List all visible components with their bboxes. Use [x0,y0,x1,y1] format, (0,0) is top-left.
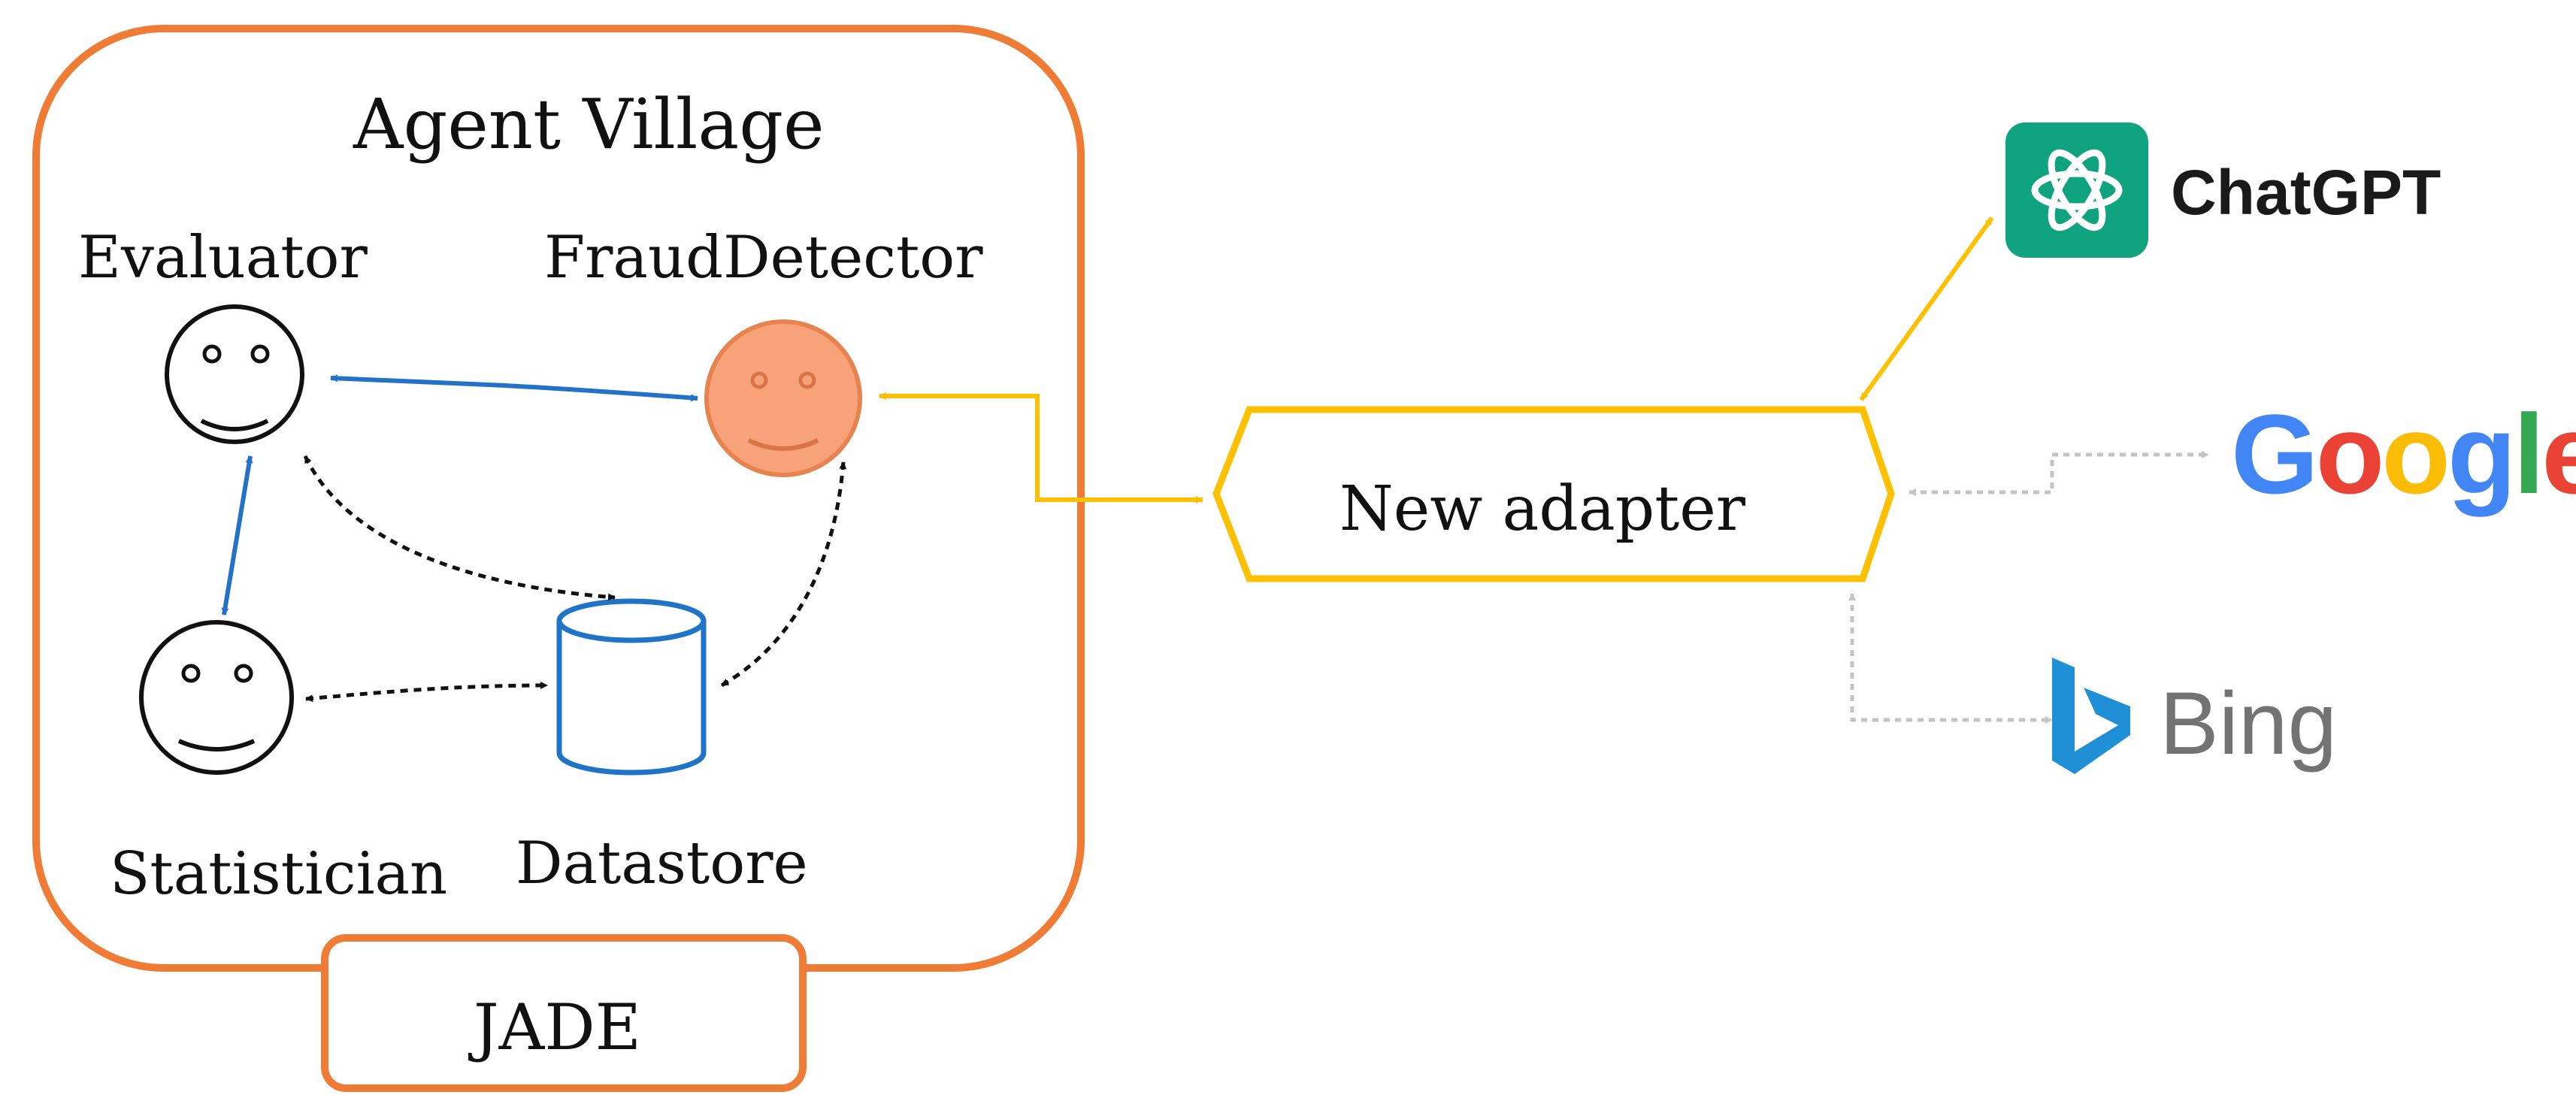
chatgpt-logo-icon [2005,122,2148,258]
agent-village-container [32,25,1085,972]
new-adapter-label: New adapter [1339,473,1745,545]
google-letter: g [2447,391,2517,517]
adapter-google-link [1909,451,2209,496]
datastore-label: Datastore [516,830,808,897]
evaluator-fraud-link [330,374,698,402]
google-letter: l [2513,391,2545,517]
evaluator-datastore-link [303,455,616,601]
google-logo-text: Google [2231,389,2576,519]
evaluator-label: Evaluator [78,224,368,292]
statistician-smiley-icon [139,620,294,775]
jade-platform-box [321,934,807,1092]
google-letter: G [2231,391,2319,517]
bing-label: Bing [2160,674,2338,773]
jade-label: JADE [474,990,642,1064]
adapter-chatgpt-link [1859,216,1994,401]
evaluator-smiley-icon [165,304,304,444]
fraud-detector-smiley-icon [704,319,862,477]
adapter-bing-link [1848,593,2053,724]
bing-logo-icon [2052,658,2130,774]
evaluator-statistician-link [221,455,253,615]
agent-village-title: Agent Village [353,84,825,165]
new-adapter-box [1212,406,1895,582]
google-letter: o [2315,391,2385,517]
statistician-datastore-link [305,682,548,703]
google-letter: e [2541,391,2576,517]
google-letter: o [2381,391,2450,517]
fraud-datastore-link [720,461,847,688]
fraud-adapter-link [879,392,1203,504]
datastore-database-icon [556,598,707,776]
fraud-detector-label: FraudDetector [544,224,983,292]
statistician-label: Statistician [110,840,448,908]
chatgpt-label: ChatGPT [2171,157,2441,228]
